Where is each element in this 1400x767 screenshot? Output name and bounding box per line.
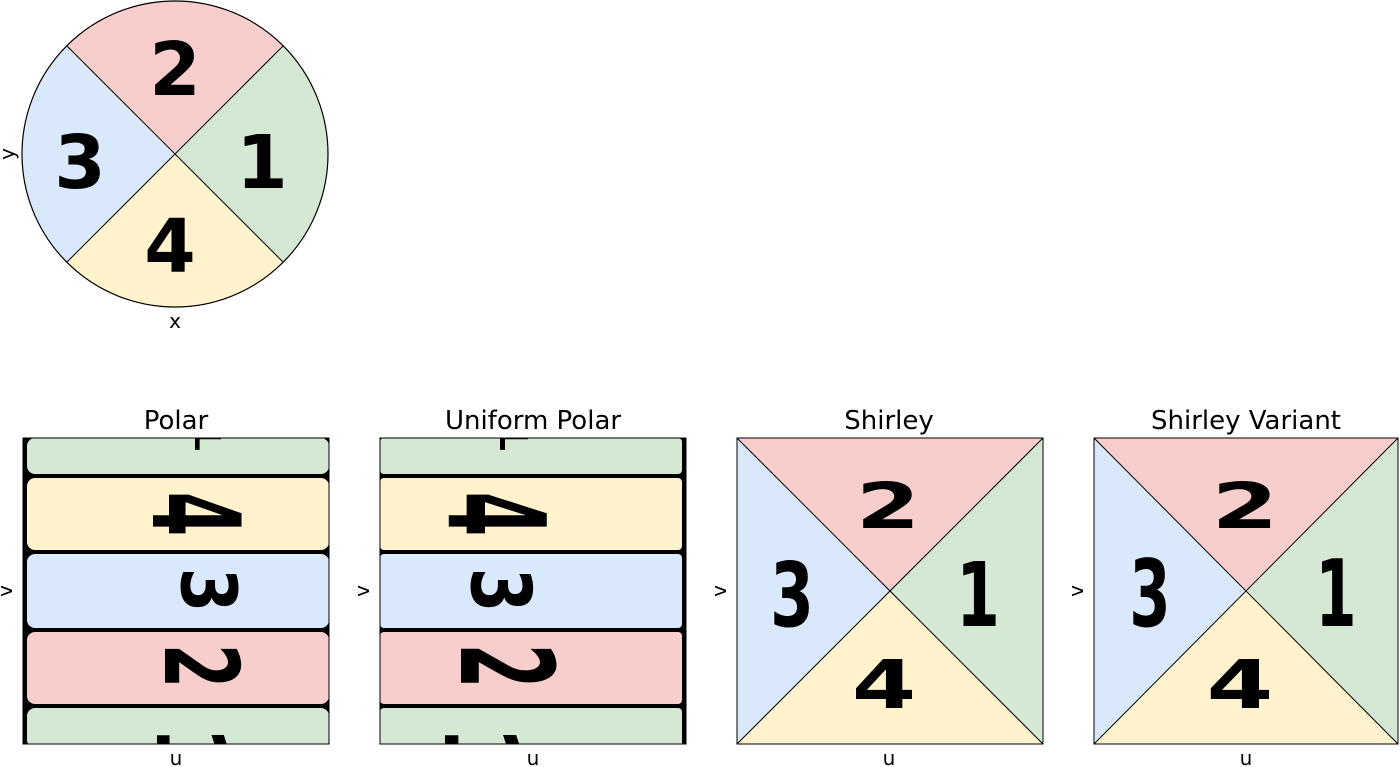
stripe-glyph: 2 bbox=[431, 644, 580, 689]
square-region-1 bbox=[1246, 438, 1398, 744]
square-label-3: 3 bbox=[1129, 541, 1170, 648]
stripe-glyph: 3 bbox=[163, 568, 253, 613]
panel-title: Shirley bbox=[844, 406, 934, 436]
square-label-4: 4 bbox=[1207, 646, 1274, 724]
panel-title: Uniform Polar bbox=[445, 406, 621, 436]
stripe-glyph: 4 bbox=[124, 492, 265, 537]
square-region-3 bbox=[1094, 438, 1246, 744]
disk-x-axis-label: x bbox=[169, 309, 181, 333]
panel-y-axis-label: v bbox=[350, 585, 374, 597]
square-label-4: 4 bbox=[852, 647, 916, 725]
disk-label-2: 2 bbox=[149, 27, 201, 113]
panel-uniform-polar: Uniform Polar 1 4 3 2 1 u v bbox=[350, 406, 687, 767]
stripe-region-2 bbox=[27, 632, 329, 704]
panel-x-axis-label: u bbox=[527, 746, 540, 767]
square-label-2: 2 bbox=[1212, 471, 1279, 544]
stripe-glyph: 3 bbox=[451, 568, 549, 613]
panel-shirley: Shirley 2 1 3 4 u v bbox=[707, 406, 1044, 767]
panel-x-axis-label: u bbox=[170, 746, 183, 767]
panel-shirley-variant: Shirley Variant 2 1 3 4 u v bbox=[1064, 406, 1399, 767]
stripe-glyph: 2 bbox=[140, 644, 259, 689]
square-region-4 bbox=[1094, 591, 1398, 744]
stripe-glyph: 4 bbox=[417, 492, 574, 537]
disk-diagonal bbox=[66, 45, 284, 263]
panel-title: Shirley Variant bbox=[1151, 406, 1341, 436]
stripe-region-1 bbox=[27, 438, 329, 474]
stripe-region-2 bbox=[380, 632, 682, 704]
stripe-glyph: 1 bbox=[491, 410, 535, 455]
stripe-region-4 bbox=[27, 478, 329, 550]
square-region-2 bbox=[737, 438, 1043, 591]
stripe-region-3 bbox=[27, 554, 329, 628]
stripe-glyph: 1 bbox=[420, 728, 539, 767]
square-region-3 bbox=[737, 438, 890, 744]
stripe-region-4 bbox=[380, 478, 682, 550]
panel-y-axis-label: v bbox=[1064, 585, 1088, 597]
panel-y-axis-label: v bbox=[0, 585, 17, 597]
stripe-region-3 bbox=[380, 554, 682, 628]
square-label-2: 2 bbox=[856, 470, 920, 543]
disk-region-4 bbox=[22, 154, 328, 307]
stripe-region-1 bbox=[27, 708, 329, 744]
panel-x-axis-label: u bbox=[1240, 746, 1253, 767]
disk-label-1: 1 bbox=[236, 120, 288, 206]
square-region-1 bbox=[890, 438, 1043, 744]
disk-diagram: 2 1 3 4 x y bbox=[0, 0, 329, 333]
disk-y-axis-label: y bbox=[0, 148, 19, 160]
stripe-region-1 bbox=[380, 708, 682, 744]
square-region-4 bbox=[737, 591, 1043, 744]
disk-label-3: 3 bbox=[54, 120, 106, 206]
panel-polar: Polar 1 4 3 2 1 u v bbox=[0, 406, 330, 767]
panel-x-axis-label: u bbox=[883, 746, 896, 767]
disk-label-4: 4 bbox=[144, 204, 196, 290]
panel-title: Polar bbox=[144, 406, 209, 436]
square-label-1: 1 bbox=[956, 545, 1000, 648]
stripe-region-1 bbox=[380, 438, 682, 474]
square-label-1: 1 bbox=[1315, 541, 1356, 648]
disk-outline bbox=[21, 0, 329, 308]
panel-y-axis-label: v bbox=[707, 585, 731, 597]
square-label-3: 3 bbox=[770, 545, 814, 648]
disk-region-1 bbox=[175, 1, 328, 307]
stripe-glyph: 1 bbox=[133, 728, 245, 767]
disk-region-3 bbox=[22, 1, 175, 307]
stripe-glyph: 1 bbox=[186, 410, 227, 455]
disk-region-2 bbox=[22, 1, 328, 154]
square-region-2 bbox=[1094, 438, 1398, 591]
